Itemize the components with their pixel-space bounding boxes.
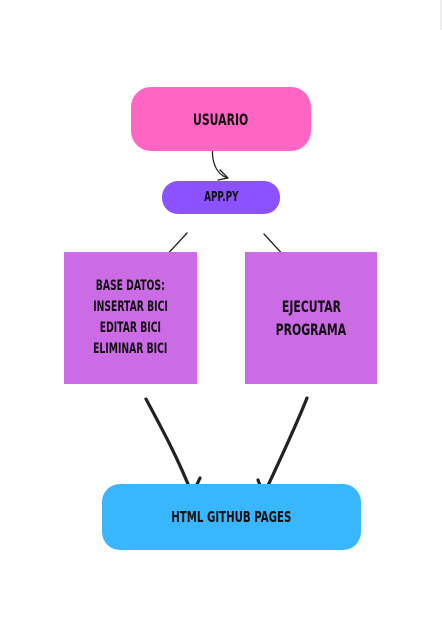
node-app-py: APP.PY — [162, 181, 280, 214]
node-html-github-pages: HTML GITHUB PAGES — [102, 484, 361, 550]
edge-artifact — [440, 0, 442, 30]
node-base-datos-line: EDITAR BICI — [99, 320, 162, 336]
node-usuario-label: USUARIO — [193, 109, 249, 129]
arrowhead-usuario-app — [217, 169, 229, 181]
node-app-py-label: APP.PY — [203, 190, 239, 205]
node-base-datos-line: ELIMINAR BICI — [93, 341, 168, 357]
edge-ejecutar-html — [262, 396, 309, 496]
node-base-datos: BASE DATOS: INSERTAR BICI EDITAR BICI EL… — [64, 252, 197, 384]
edge-base-html — [144, 397, 194, 496]
node-ejecutar-line: PROGRAMA — [275, 320, 347, 339]
node-base-datos-line: BASE DATOS: — [95, 278, 165, 294]
node-usuario: USUARIO — [131, 87, 311, 151]
node-base-datos-line: INSERTAR BICI — [93, 299, 168, 315]
node-ejecutar-line: EJECUTAR — [281, 297, 341, 316]
node-ejecutar-programa: EJECUTAR PROGRAMA — [245, 252, 377, 384]
node-html-label: HTML GITHUB PAGES — [171, 508, 292, 526]
